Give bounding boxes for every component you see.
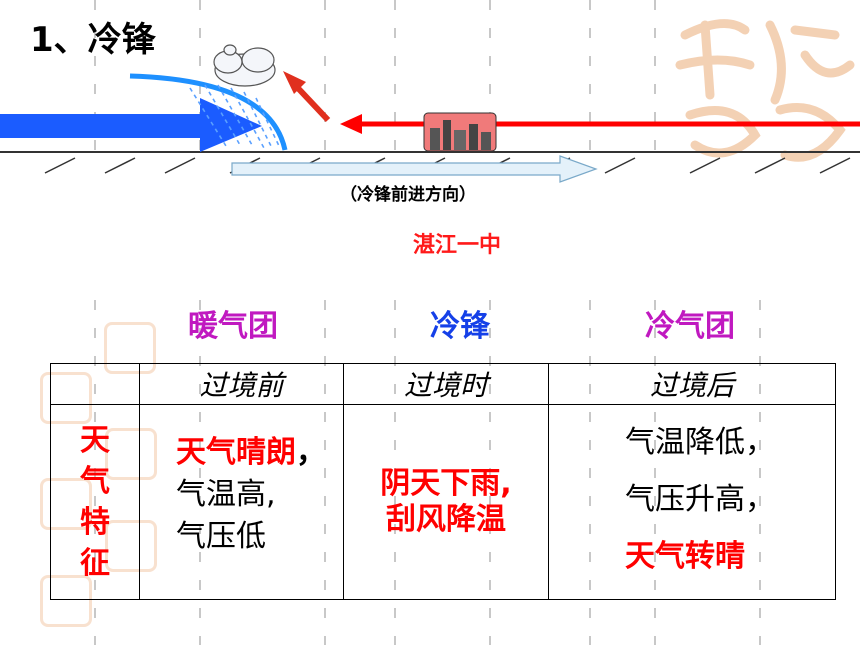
- header-cold-front: 冷锋: [430, 309, 490, 344]
- after-weather: 天气转晴: [625, 539, 745, 574]
- before-pressure: 气压低: [176, 519, 266, 554]
- row-label-char: 特: [80, 505, 110, 540]
- after-temperature: 气温降低，: [625, 425, 775, 460]
- row-label-char: 征: [80, 546, 110, 581]
- front-surface: [129, 73, 288, 151]
- front-direction-arrow: [231, 155, 598, 183]
- col-after-label: 过境后: [548, 363, 836, 405]
- before-comma: ，: [296, 435, 326, 470]
- cold-front-diagram: [0, 44, 860, 183]
- col-before-label: 过境前: [139, 363, 344, 405]
- school-name: 湛江一中: [413, 233, 502, 258]
- table-corner-cell: [50, 363, 140, 405]
- col-during-label: 过境时: [343, 363, 549, 405]
- rain-icon: [189, 84, 281, 149]
- after-pressure: 气压升高，: [625, 482, 775, 517]
- cell-after: 气温降低， 气压升高， 天气转晴: [548, 404, 836, 600]
- cell-during: 阴天下雨, 刮风降温: [343, 404, 549, 600]
- row-label-char: 气: [80, 464, 110, 499]
- before-weather: 天气晴朗: [176, 435, 296, 470]
- warm-air-rise-arrow: [283, 71, 331, 123]
- header-warm-air-mass: 暖气团: [188, 309, 278, 344]
- row-label-weather-features: 天 气 特 征: [50, 404, 140, 600]
- during-weather: 阴天下雨,: [380, 466, 512, 501]
- cell-before: 天气晴朗， 气温高, 气压低: [139, 404, 344, 600]
- direction-label: （冷锋前进方向）: [340, 185, 476, 205]
- weather-feature-table: 过境前 过境时 过境后 天 气 特 征 天气晴朗， 气温高, 气压低 阴天下雨,…: [50, 363, 836, 600]
- warm-air-arrow: [340, 114, 860, 134]
- row-label-char: 天: [80, 423, 110, 458]
- before-temperature: 气温高,: [176, 477, 276, 512]
- city-icon: [423, 112, 497, 152]
- cold-air-arrow: [0, 98, 262, 152]
- header-cold-air-mass: 冷气团: [645, 309, 735, 344]
- page-title: 1、冷锋: [30, 20, 156, 60]
- during-wind: 刮风降温: [386, 502, 506, 537]
- cloud-icon: [213, 44, 276, 87]
